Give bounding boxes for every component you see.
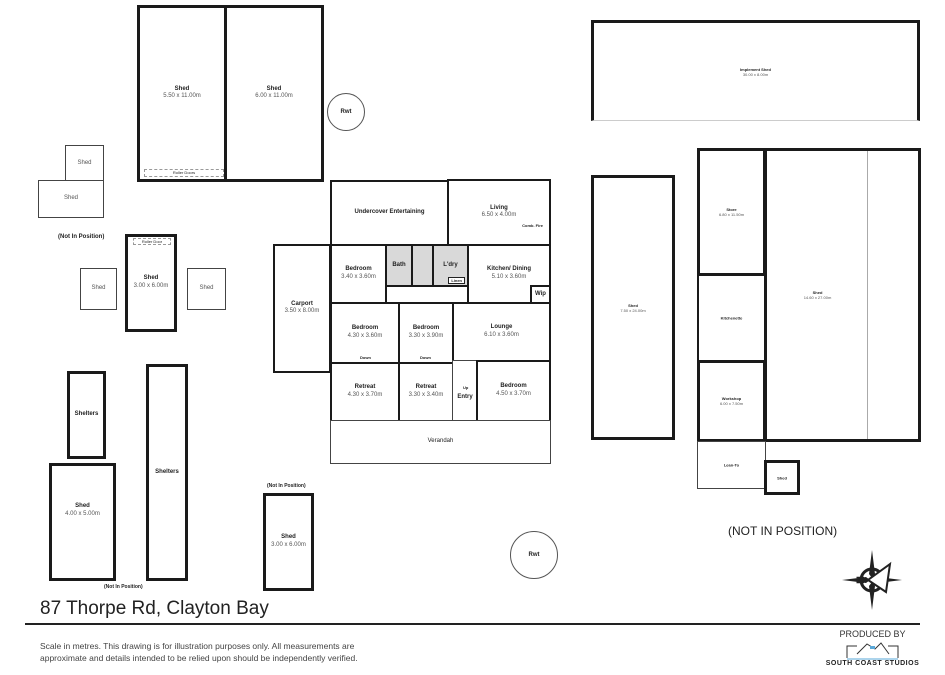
not-in-position-label: (Not In Position): [267, 483, 306, 489]
shelters-long: Shelters: [146, 364, 188, 581]
up-label: Up: [463, 385, 469, 390]
divider: [25, 623, 920, 625]
shed-small-4: Shed: [187, 268, 226, 310]
not-in-position-label: (Not In Position): [104, 584, 143, 590]
room-kitchenette: Kitchenette: [697, 274, 766, 362]
verandah: Verandah: [330, 420, 551, 464]
down-label: Down: [420, 355, 431, 360]
rainwater-tank: Rwt: [510, 531, 558, 579]
room-toilet: [411, 244, 434, 287]
room-wip: Wip: [530, 285, 551, 304]
room-bath: Bath: [385, 244, 413, 287]
south-coast-studios-logo-icon: [846, 642, 899, 660]
not-in-position-label: (NOT IN POSITION): [728, 524, 838, 538]
roller-doors: Roller Doors: [144, 169, 224, 177]
room-lean-to: Lean-To: [697, 441, 766, 489]
down-label: Down: [360, 355, 371, 360]
rainwater-tank: Rwt: [327, 93, 365, 131]
compass-letter: N: [855, 576, 867, 584]
roller-door: Roller Door: [133, 238, 171, 245]
shed-small-right: Shed: [764, 460, 800, 495]
linen-label: Linen: [448, 277, 465, 284]
shed-small-1: Shed: [65, 145, 104, 183]
shelters-small: Shelters: [67, 371, 106, 459]
compass-north-arrow-icon: N: [842, 550, 902, 610]
not-in-position-label: (Not In Position): [58, 234, 105, 240]
shed-small-3: Shed: [80, 268, 117, 310]
room-undercover-entertaining: Undercover Entertaining: [330, 180, 449, 246]
divider: [867, 151, 868, 439]
disclaimer: Scale in metres. This drawing is for ill…: [40, 641, 358, 663]
comb-fire-label: Comb. Fire: [522, 223, 543, 228]
page-title: 87 Thorpe Rd, Clayton Bay: [40, 598, 269, 619]
shed-small-2: Shed: [38, 180, 104, 218]
brand-name: SOUTH COAST STUDIOS: [825, 660, 920, 667]
produced-by-label: PRODUCED BY: [839, 629, 906, 639]
